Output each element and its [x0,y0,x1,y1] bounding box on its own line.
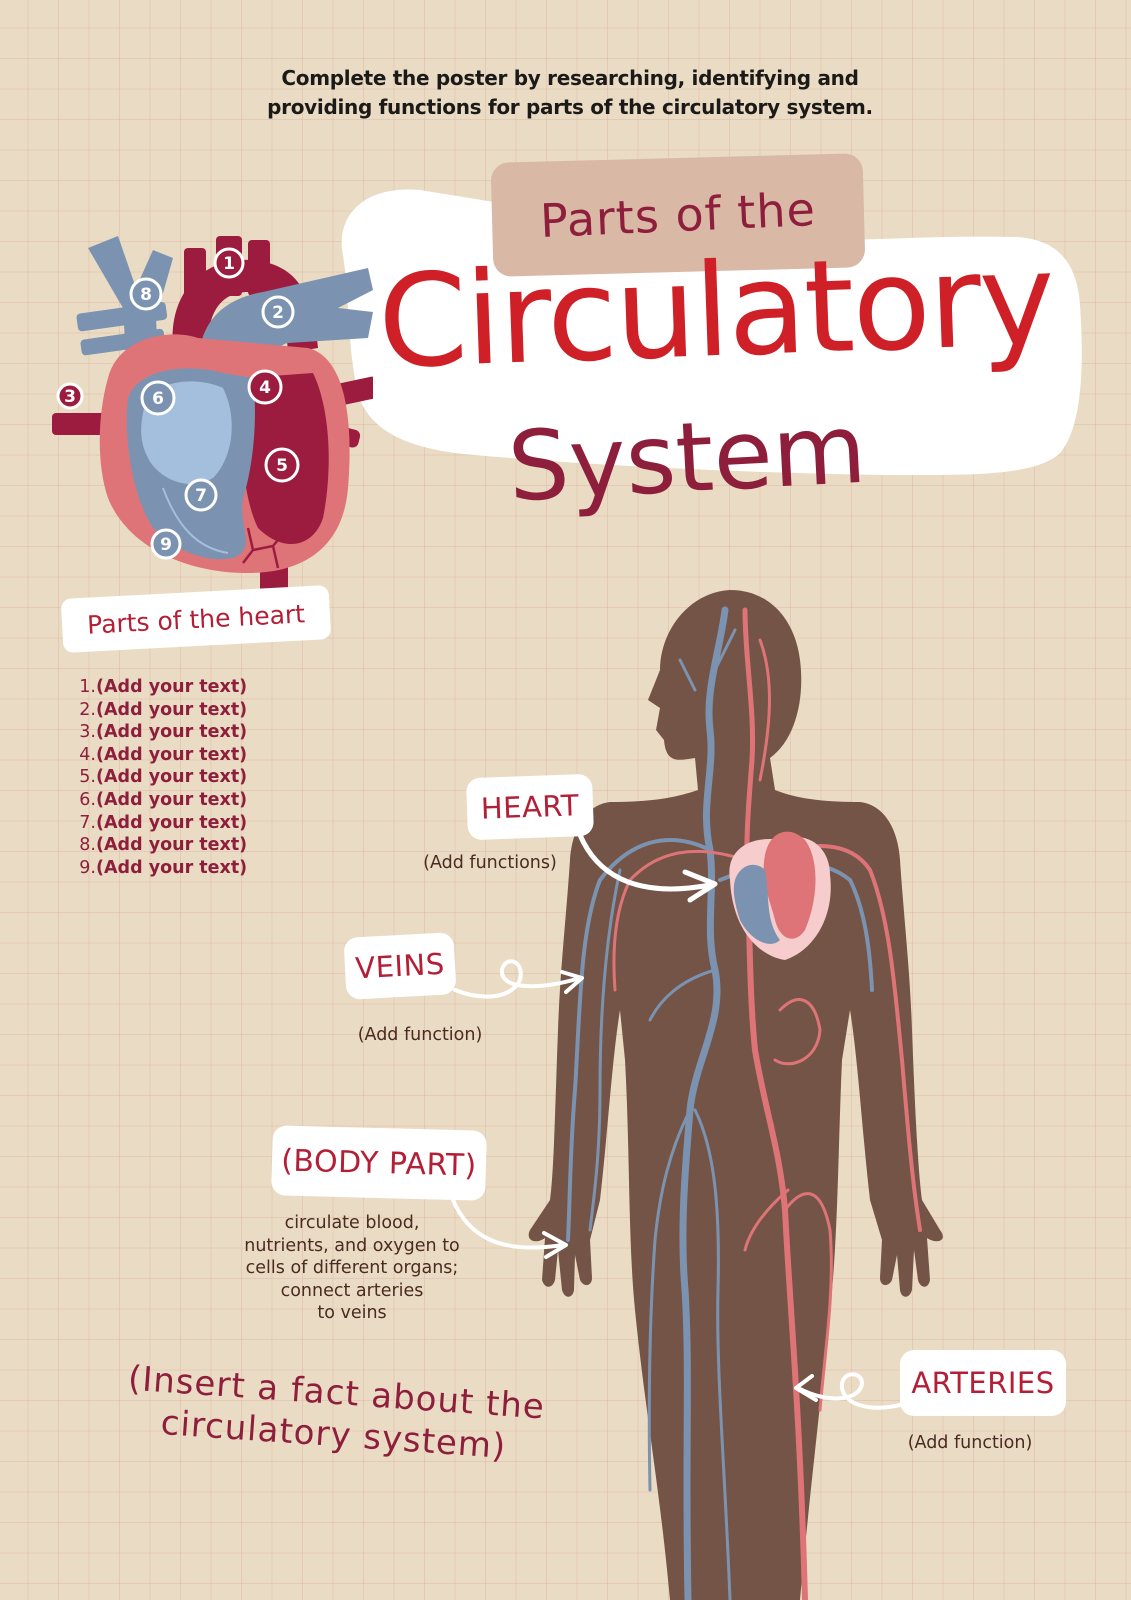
list-text: (Add your text) [96,699,248,720]
function-line: nutrients, and oxygen to [244,1235,460,1256]
list-number: 8. [79,835,96,856]
body-part-callout-label: (BODY PART) [280,1142,478,1184]
arteries-arrow-icon [794,1372,902,1410]
heart-function-text: (Add functions) [423,853,557,873]
instructions-text: Complete the poster by researching, iden… [200,64,940,122]
veins-callout: VEINS [343,932,457,1000]
list-number: 5. [79,767,96,788]
arteries-callout-label: ARTERIES [911,1366,1055,1400]
arteries-function-text: (Add function) [907,1433,1033,1453]
svg-text:5: 5 [276,456,288,476]
heart-arrow-icon [577,832,718,903]
veins-arrow-icon [453,959,584,999]
veins-callout-label: VEINS [354,946,446,986]
list-text: (Add your text) [96,857,248,878]
list-number: 7. [79,812,96,833]
list-text: (Add your text) [96,789,248,810]
svg-text:6: 6 [152,389,164,409]
body-part-arrow-icon [451,1198,568,1259]
list-number: 6. [79,789,96,810]
svg-text:9: 9 [160,535,172,555]
function-line: to veins [317,1303,387,1323]
list-item[interactable]: 1.(Add your text) [76,676,247,699]
parts-of-heart-label-text: Parts of the heart [86,598,306,640]
instructions-line-1: Complete the poster by researching, iden… [281,66,859,90]
page-title-second-line: System [505,392,869,524]
instructions-line-2: providing functions for parts of the cir… [267,95,873,119]
list-item[interactable]: 6.(Add your text) [76,789,247,812]
circulatory-fact-text: (Insert a fact about the circulatory sys… [93,1355,578,1472]
heart-parts-list: 1.(Add your text) 2.(Add your text) 3.(A… [76,676,247,879]
list-item[interactable]: 3.(Add your text) [76,721,247,744]
list-text: (Add your text) [96,744,248,765]
svg-text:8: 8 [140,285,152,305]
function-line: connect arteries [280,1280,424,1301]
heart-callout-label: HEART [480,788,580,826]
list-item[interactable]: 2.(Add your text) [76,699,247,722]
list-number: 1. [79,677,96,697]
list-text: (Add your text) [96,722,248,743]
list-text: (Add your text) [96,767,248,788]
svg-text:3: 3 [64,387,76,407]
svg-text:7: 7 [195,486,207,506]
list-item[interactable]: 7.(Add your text) [76,812,247,835]
body-part-function-text: circulate blood, nutrients, and oxygen t… [232,1212,472,1325]
list-item[interactable]: 9.(Add your text) [76,857,247,880]
list-text: (Add your text) [96,677,248,697]
list-item[interactable]: 4.(Add your text) [76,744,247,767]
list-number: 2. [79,699,96,720]
body-part-callout: (BODY PART) [271,1125,487,1201]
veins-function-text: (Add function) [357,1025,483,1045]
arteries-callout: ARTERIES [900,1350,1066,1416]
list-text: (Add your text) [96,812,248,833]
human-body-illustration [528,590,943,1600]
list-number: 4. [79,744,96,765]
function-line: cells of different organs; [245,1258,459,1278]
list-item[interactable]: 5.(Add your text) [76,766,247,789]
function-line: circulate blood, [284,1213,420,1233]
list-number: 3. [79,722,96,743]
heart-diagram: 1 2 3 4 5 6 7 8 9 [52,236,373,600]
svg-text:4: 4 [259,378,271,398]
svg-text:2: 2 [272,303,284,323]
svg-text:1: 1 [223,254,235,274]
list-number: 9. [79,857,96,878]
list-item[interactable]: 8.(Add your text) [76,834,247,857]
list-text: (Add your text) [96,835,248,856]
page-title: Circulatory [375,225,1056,398]
